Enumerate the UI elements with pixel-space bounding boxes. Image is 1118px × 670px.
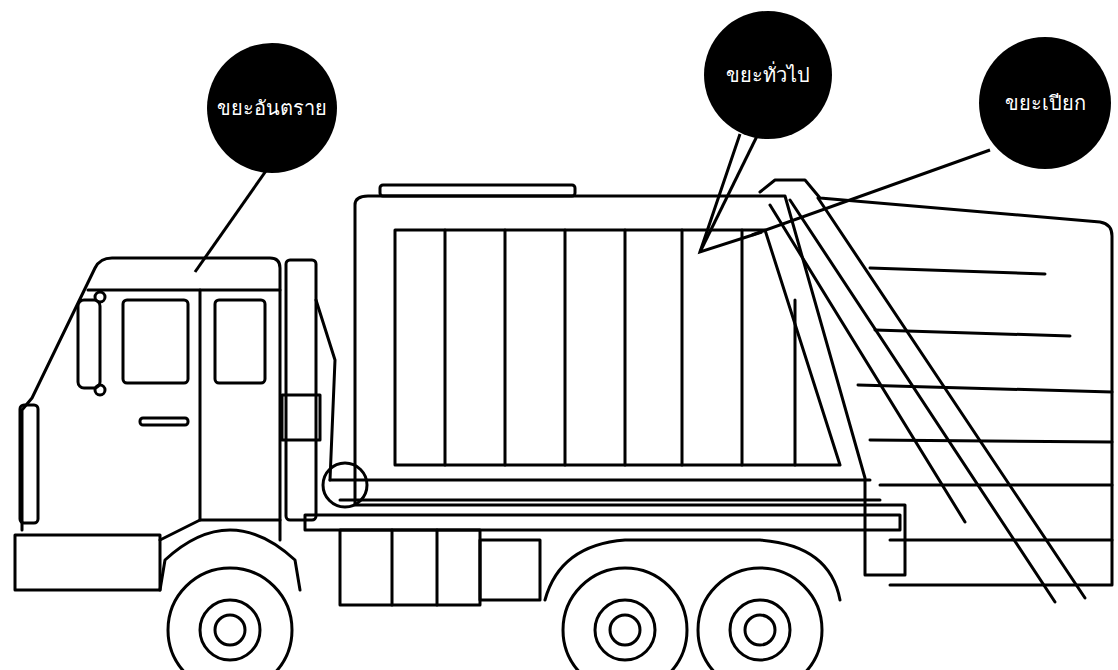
front-bumper	[15, 535, 160, 590]
rear-step	[865, 505, 905, 575]
wheel	[168, 568, 292, 670]
body-bottom	[330, 480, 880, 500]
fuel-tank-lines	[392, 530, 437, 605]
wheel-rim	[200, 600, 260, 660]
leader-line	[195, 168, 268, 272]
compactor-ribs	[858, 268, 1112, 540]
front-wheel-arch	[160, 530, 300, 590]
lift-arm	[770, 198, 1085, 602]
cab-window	[215, 300, 265, 383]
callout-label: ขยะอันตราย	[213, 96, 331, 120]
air-tank	[323, 463, 367, 507]
door-handle	[140, 418, 188, 425]
mirror-mount	[95, 385, 105, 395]
wheel-hub	[745, 615, 775, 645]
leader-line	[752, 150, 990, 235]
leader-line	[700, 130, 760, 252]
chassis-rail	[305, 515, 900, 530]
wheel	[563, 568, 687, 670]
cab-window	[123, 300, 188, 383]
cab-outline	[22, 258, 280, 540]
rear-compactor	[760, 180, 1112, 585]
cab-lower-line	[160, 520, 280, 540]
side-mirror	[78, 300, 100, 388]
body-outline	[355, 196, 865, 505]
wheel-hub	[215, 615, 245, 645]
truck-drawing	[15, 180, 1112, 670]
exhaust-stack	[286, 260, 316, 520]
stack-bracket	[316, 300, 335, 480]
callout-circle: ขยะอันตราย	[207, 43, 337, 173]
panel-ribs	[445, 230, 795, 465]
wheel-hub	[610, 615, 640, 645]
mirror-mount	[95, 292, 105, 302]
cab-front-light	[20, 405, 38, 523]
wheel-rim	[595, 600, 655, 660]
body-panel	[395, 230, 840, 465]
callout-label: ขยะทั่วไป	[722, 63, 814, 87]
cab-door-line	[199, 290, 202, 520]
stack-box	[282, 395, 320, 440]
wheel-rim	[730, 600, 790, 660]
callout-label: ขยะเปียก	[1001, 91, 1090, 115]
callout-circle: ขยะทั่วไป	[704, 11, 832, 139]
battery-box	[480, 540, 540, 600]
fuel-tank	[340, 530, 480, 605]
body-lid	[380, 185, 575, 196]
cab-roof-line	[88, 289, 280, 292]
callout-circle: ขยะเปียก	[979, 37, 1111, 169]
rear-wheel-arch	[545, 540, 840, 600]
wheel	[698, 568, 822, 670]
